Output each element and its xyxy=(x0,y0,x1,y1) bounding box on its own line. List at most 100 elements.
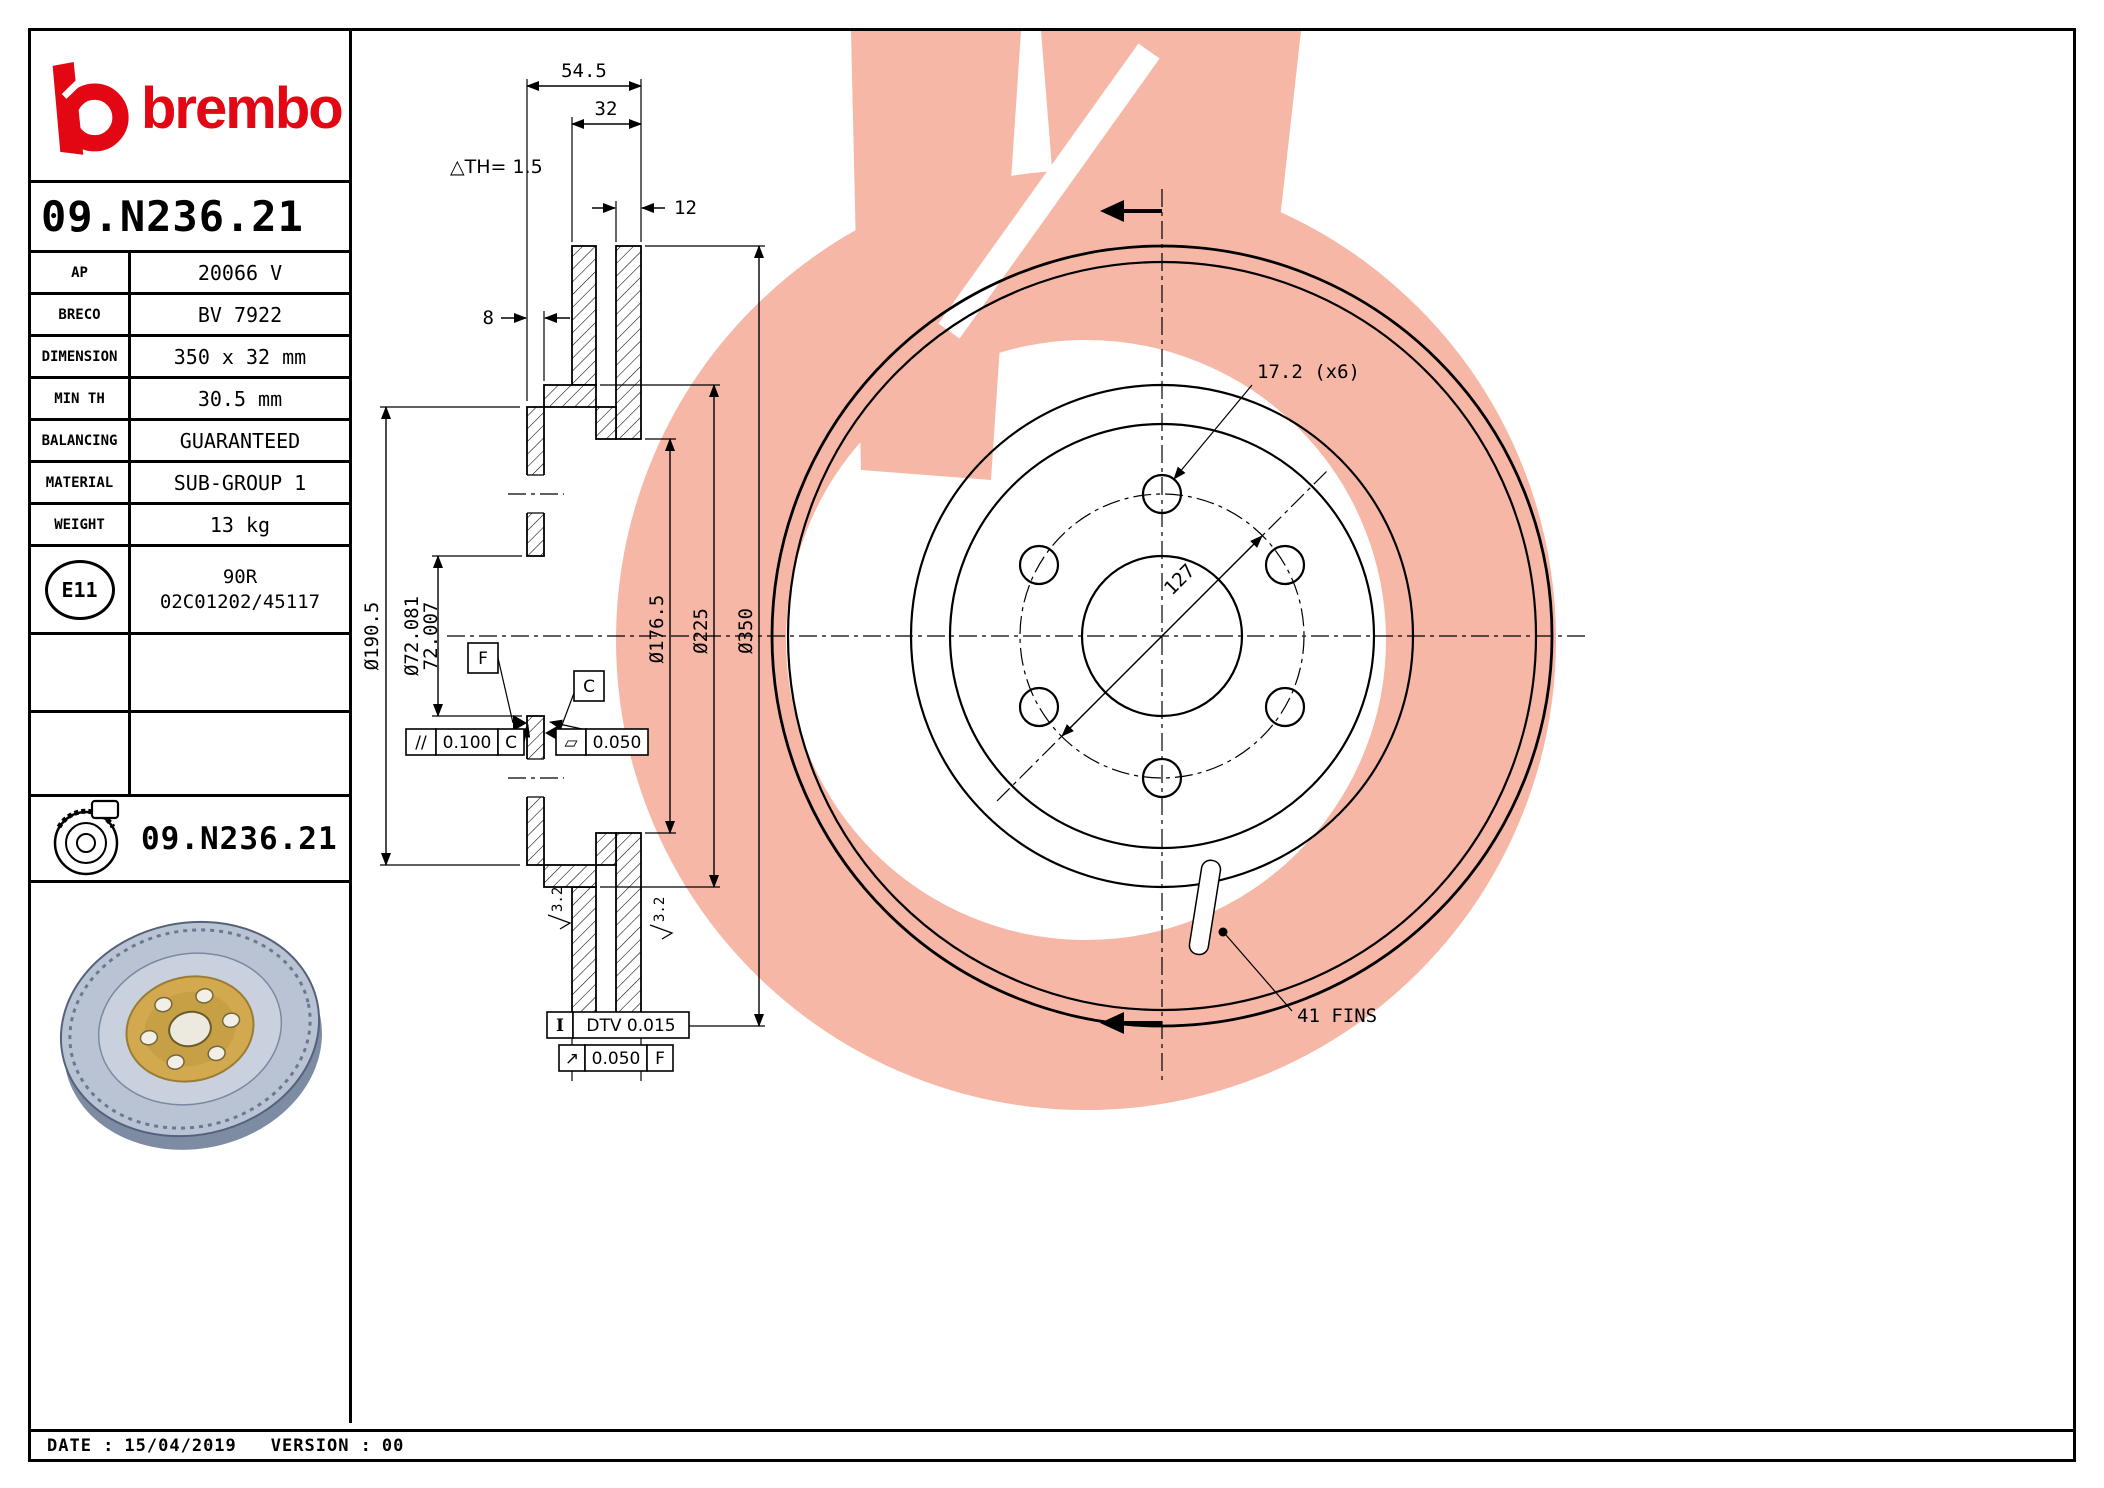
bolt-hole xyxy=(1264,544,1306,586)
date-value: 15/04/2019 xyxy=(124,1435,237,1456)
watermark-brembo-icon xyxy=(616,31,1556,1110)
brake-disc-icon xyxy=(53,799,120,875)
dim-th-note: △TH= 1.5 xyxy=(450,156,543,178)
svg-text:I: I xyxy=(556,1016,564,1036)
empty-row xyxy=(31,713,349,797)
spec-row: DIMENSION 350 x 32 mm xyxy=(31,337,349,379)
fcf-runout: ↗ 0.050 F xyxy=(558,1044,674,1072)
dim-bore: Ø72.081 72.007 xyxy=(401,596,442,676)
section-cut-arrow-top xyxy=(1100,200,1162,222)
spec-label: AP xyxy=(31,253,131,292)
datum-c: C xyxy=(545,670,605,741)
e11-badge: E11 xyxy=(44,559,115,620)
flange-bolt-hole-top xyxy=(525,475,546,513)
spec-row: WEIGHT 13 kg xyxy=(31,505,349,547)
disc-photo xyxy=(59,920,322,1150)
bolt-hole xyxy=(1018,544,1060,586)
spec-label: WEIGHT xyxy=(31,505,131,544)
fins-leader xyxy=(1225,934,1293,1012)
dim-thickness: 32 xyxy=(595,98,618,120)
dim-plate-thickness: 12 xyxy=(674,197,697,219)
svg-text:C: C xyxy=(505,733,517,753)
svg-text:3.2: 3.2 xyxy=(652,897,668,922)
homologation-row: E11 90R 02C01202/45117 xyxy=(31,547,349,635)
right-plate-bottom xyxy=(615,832,642,1027)
datum-f: F xyxy=(467,642,527,731)
svg-text:↗: ↗ xyxy=(565,1049,579,1069)
spec-label: DIMENSION xyxy=(31,337,131,376)
homologation-line1: 90R xyxy=(222,565,258,588)
dim-overall-width: 54.5 xyxy=(561,60,607,82)
bolt-hole-dim: 17.2 (x6) xyxy=(1257,361,1360,383)
bolt-circle-dim: 127 xyxy=(1160,560,1200,600)
technical-drawing: 54.5 32 △TH= 1.5 12 8 Ø190.5 Ø72.081 72.… xyxy=(361,31,1587,1110)
product-photo-area xyxy=(31,883,349,1423)
left-plate-bottom xyxy=(571,886,597,1027)
bolt-circle-dim-line xyxy=(1061,535,1263,737)
svg-text:DTV 0.015: DTV 0.015 xyxy=(586,1016,675,1036)
dim-flange-thickness: 8 xyxy=(483,307,494,329)
roughness-mark-b: 3.2 xyxy=(649,897,674,940)
fin-outline xyxy=(1188,859,1222,956)
dim-outer-dia: Ø350 xyxy=(735,608,757,654)
svg-text:Ø72.081: Ø72.081 xyxy=(401,596,423,676)
spec-row: BALANCING GUARANTEED xyxy=(31,421,349,463)
dim-inner-dia: Ø176.5 xyxy=(646,595,668,664)
svg-text:0.050: 0.050 xyxy=(592,1049,641,1069)
svg-text:F: F xyxy=(478,649,488,669)
roughness-mark-a: 3.2 xyxy=(547,887,572,930)
svg-text:72.007: 72.007 xyxy=(420,602,442,671)
brand-header: brembo xyxy=(31,31,349,183)
fins-label: 41 FINS xyxy=(1297,1005,1377,1027)
brembo-mark-icon xyxy=(52,61,129,155)
hat-wall-bottom xyxy=(543,864,597,888)
bolt-hole xyxy=(1264,686,1306,728)
fcf-parallelism: // 0.100 C xyxy=(405,724,531,756)
bolt-hole xyxy=(1018,686,1060,728)
spec-value: 30.5 mm xyxy=(197,386,283,411)
bolt-circle xyxy=(1019,493,1305,779)
svg-text:F: F xyxy=(655,1049,665,1069)
bolt-hole-leader xyxy=(1173,384,1253,480)
svg-text:0.050: 0.050 xyxy=(593,733,642,753)
empty-row xyxy=(31,635,349,713)
drawing-sheet: 54.5 32 △TH= 1.5 12 8 Ø190.5 Ø72.081 72.… xyxy=(28,28,2076,1462)
right-plate-top xyxy=(615,245,642,440)
date-label: DATE : xyxy=(47,1435,115,1456)
spec-row: AP 20066 V xyxy=(31,253,349,295)
brand-wordmark: brembo xyxy=(141,76,344,141)
stamp-row: 09.N236.21 xyxy=(31,797,349,883)
spec-row: BRECO BV 7922 xyxy=(31,295,349,337)
stamp-part-number: 09.N236.21 xyxy=(141,820,338,857)
fin-leader-dot xyxy=(1218,927,1228,937)
spec-label: BALANCING xyxy=(31,421,131,460)
svg-text:C: C xyxy=(583,677,595,697)
flange-bolt-hole-bottom xyxy=(525,759,546,797)
section-cut-arrow-bottom xyxy=(1100,1012,1162,1034)
fcf-dtv: I DTV 0.015 xyxy=(546,1011,690,1039)
spec-value: 20066 V xyxy=(197,260,283,285)
fcf-flatness: ▱ 0.050 xyxy=(549,719,649,756)
version-label: VERSION : xyxy=(270,1435,372,1456)
dim-hat-od: Ø190.5 xyxy=(361,602,383,671)
vane-web-top xyxy=(595,406,617,440)
spec-label: MIN TH xyxy=(31,379,131,418)
svg-text:0.100: 0.100 xyxy=(443,733,492,753)
left-plate-top xyxy=(571,245,597,386)
spec-label: MATERIAL xyxy=(31,463,131,502)
section-view: 54.5 32 △TH= 1.5 12 8 Ø190.5 Ø72.081 72.… xyxy=(361,60,765,1081)
spec-value: 350 x 32 mm xyxy=(173,344,307,369)
part-number: 09.N236.21 xyxy=(31,183,349,253)
homologation-line2: 02C01202/45117 xyxy=(159,590,321,613)
spec-row: MIN TH 30.5 mm xyxy=(31,379,349,421)
spec-value: 13 kg xyxy=(209,512,271,537)
spec-value: GUARANTEED xyxy=(179,428,301,453)
title-block-footer: DATE : 15/04/2019 VERSION : 00 xyxy=(31,1429,2073,1459)
spec-row: MATERIAL SUB-GROUP 1 xyxy=(31,463,349,505)
svg-text:3.2: 3.2 xyxy=(550,887,566,912)
hat-wall-top xyxy=(543,384,597,408)
dim-contact-dia: Ø225 xyxy=(690,608,712,654)
vane-web-bottom xyxy=(595,832,617,866)
svg-text:▱: ▱ xyxy=(564,733,578,753)
version-value: 00 xyxy=(381,1435,405,1456)
